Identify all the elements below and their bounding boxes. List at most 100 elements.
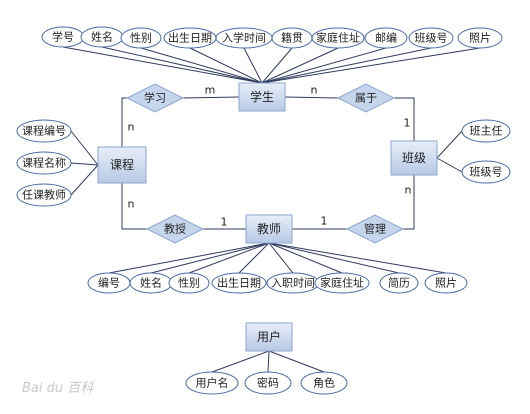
teacher-attribute-line-2 bbox=[188, 242, 270, 274]
teacher-attribute-line-0 bbox=[108, 242, 270, 274]
relationship-manage-label: 管理 bbox=[364, 222, 386, 236]
attribute-teacher-5-ellipse bbox=[314, 272, 370, 294]
user-attribute-line-2 bbox=[268, 350, 325, 373]
course-attribute-line-0 bbox=[70, 130, 99, 166]
class-attribute-line-1 bbox=[436, 157, 463, 173]
relationship-study-diamond bbox=[125, 83, 185, 113]
attribute-student-2-ellipse bbox=[120, 27, 162, 49]
relationship-teach-diamond bbox=[145, 214, 205, 244]
attribute-student-6-label: 家庭住址 bbox=[316, 31, 360, 45]
attribute-course-0-ellipse bbox=[16, 119, 72, 143]
student-attribute-line-7 bbox=[261, 47, 387, 84]
attribute-student-7-label: 邮编 bbox=[375, 31, 397, 45]
belong-class-line bbox=[394, 97, 415, 141]
attribute-user-1-ellipse bbox=[244, 371, 292, 395]
manage-class-line bbox=[403, 175, 415, 230]
student-attribute-line-0 bbox=[62, 46, 263, 84]
entity-user-box bbox=[245, 322, 293, 352]
attribute-course-0-label: 课程编号 bbox=[22, 124, 66, 138]
teach-course-line bbox=[121, 183, 147, 230]
cardinality-belong-class: 1 bbox=[404, 117, 411, 130]
teacher-attribute-line-4 bbox=[268, 242, 294, 274]
cardinality-teach-teacher: 1 bbox=[221, 216, 228, 229]
user-attribute-line-0 bbox=[211, 350, 270, 373]
attribute-user-0-ellipse bbox=[185, 371, 239, 395]
attribute-student-8-label: 班级号 bbox=[415, 32, 448, 45]
course-attribute-line-1 bbox=[70, 162, 99, 166]
attribute-teacher-1-label: 姓名 bbox=[140, 276, 162, 290]
attribute-course-2-ellipse bbox=[16, 183, 72, 207]
student-attribute-line-1 bbox=[101, 46, 263, 84]
attribute-teacher-6-ellipse bbox=[379, 272, 419, 294]
attribute-teacher-7-ellipse bbox=[424, 272, 468, 294]
attribute-student-3-label: 出生日期 bbox=[168, 31, 212, 45]
entity-course-label: 课程 bbox=[110, 157, 134, 172]
attribute-class-0-ellipse bbox=[461, 119, 511, 143]
attribute-student-6-ellipse bbox=[311, 27, 365, 49]
attribute-teacher-0-label: 编号 bbox=[98, 276, 120, 290]
relationship-teach-label: 教授 bbox=[164, 222, 186, 236]
belong-student-line bbox=[284, 96, 339, 99]
attribute-student-7-ellipse bbox=[364, 27, 408, 49]
teacher-attribute-line-5 bbox=[268, 242, 343, 274]
attribute-user-1-label: 密码 bbox=[257, 376, 279, 390]
entity-class-label: 班级 bbox=[402, 151, 426, 165]
attribute-student-9-ellipse bbox=[457, 27, 503, 49]
attribute-course-1-label: 课程名称 bbox=[22, 156, 66, 170]
entity-student-box bbox=[238, 82, 286, 112]
attribute-teacher-3-label: 出生日期 bbox=[217, 276, 261, 290]
entity-class-box bbox=[390, 140, 438, 176]
diagram-shapes bbox=[16, 26, 511, 395]
attribute-teacher-4-label: 入职时间 bbox=[271, 277, 315, 290]
course-attribute-line-2 bbox=[70, 164, 99, 196]
entity-teacher-label: 教师 bbox=[257, 221, 281, 236]
user-attribute-line-1 bbox=[267, 350, 270, 373]
attribute-teacher-3-ellipse bbox=[211, 272, 267, 294]
study-student-line bbox=[182, 96, 240, 99]
diagram-labels: 学生课程班级教师用户学习属于教授管理学号姓名性别出生日期入学时间籍贯家庭住址邮编… bbox=[22, 30, 503, 397]
attribute-course-1-ellipse bbox=[16, 151, 72, 175]
student-attribute-line-9 bbox=[261, 47, 481, 84]
attribute-student-9-label: 照片 bbox=[469, 32, 491, 45]
entity-course-box bbox=[97, 146, 147, 184]
entity-student-label: 学生 bbox=[250, 89, 274, 104]
attribute-class-0-label: 班主任 bbox=[470, 125, 503, 138]
attribute-class-1-ellipse bbox=[461, 160, 511, 184]
student-attribute-line-4 bbox=[243, 47, 263, 84]
entity-teacher-box bbox=[245, 214, 293, 244]
teacher-attribute-line-1 bbox=[150, 242, 270, 274]
entity-user-label: 用户 bbox=[257, 329, 281, 344]
cardinality-study-course: n bbox=[128, 121, 135, 134]
student-attribute-line-6 bbox=[261, 47, 339, 84]
attribute-student-1-label: 姓名 bbox=[91, 30, 113, 44]
connector-lines bbox=[62, 46, 481, 373]
attribute-student-2-label: 性别 bbox=[130, 31, 152, 45]
relationship-study-label: 学习 bbox=[144, 91, 166, 105]
attribute-user-0-label: 用户名 bbox=[196, 376, 229, 390]
attribute-user-2-label: 角色 bbox=[313, 376, 335, 390]
attribute-student-8-ellipse bbox=[408, 27, 454, 49]
class-attribute-line-0 bbox=[436, 130, 463, 159]
relationship-manage-diamond bbox=[345, 214, 405, 244]
student-attribute-line-3 bbox=[189, 47, 263, 84]
attribute-teacher-2-ellipse bbox=[168, 272, 210, 294]
attribute-class-1-label: 班级号 bbox=[470, 166, 503, 179]
student-attribute-line-5 bbox=[261, 47, 293, 84]
attribute-teacher-7-label: 照片 bbox=[435, 277, 457, 290]
cardinality-study-student: m bbox=[205, 84, 216, 97]
student-attribute-line-2 bbox=[140, 47, 263, 84]
cardinality-belong-student: n bbox=[311, 84, 318, 97]
attribute-student-4-label: 入学时间 bbox=[222, 31, 266, 45]
attribute-student-5-label: 籍贯 bbox=[281, 31, 303, 45]
cardinality-manage-teacher: 1 bbox=[321, 215, 328, 228]
attribute-teacher-5-label: 家庭住址 bbox=[320, 276, 364, 290]
cardinality-teach-course: n bbox=[128, 198, 135, 211]
relationship-belong-label: 属于 bbox=[355, 92, 377, 105]
relationship-belong-diamond bbox=[336, 83, 396, 113]
attribute-user-2-ellipse bbox=[300, 371, 348, 395]
attribute-course-2-label: 任课教师 bbox=[22, 189, 66, 202]
attribute-student-0-label: 学号 bbox=[52, 30, 74, 44]
cardinality-manage-class: n bbox=[405, 184, 412, 197]
